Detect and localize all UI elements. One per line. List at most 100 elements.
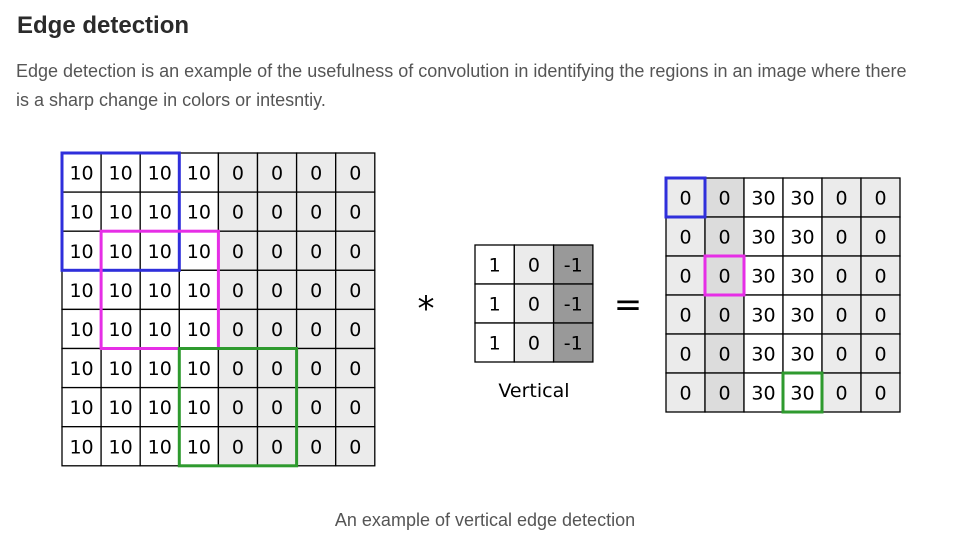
kernel-matrix-cell-value: -1 xyxy=(564,294,583,316)
output-matrix-cell-value: 30 xyxy=(790,188,814,210)
input-highlight-green xyxy=(177,347,299,468)
output-matrix-cell-value: 0 xyxy=(874,266,886,288)
input-matrix-cell xyxy=(139,426,180,467)
input-matrix-cell-value: 10 xyxy=(109,436,133,458)
input-matrix-cell-value: 0 xyxy=(232,280,244,302)
input-matrix-cell xyxy=(217,152,259,193)
input-matrix-cell xyxy=(295,230,337,271)
output-matrix-cell xyxy=(821,177,862,218)
input-matrix-cell xyxy=(139,308,180,350)
input-matrix-cell xyxy=(139,152,180,193)
input-matrix-cell-value: 10 xyxy=(69,202,93,224)
input-matrix-cell xyxy=(178,386,220,428)
output-matrix-cell xyxy=(782,216,823,257)
output-matrix-cell xyxy=(665,294,706,335)
output-matrix-cell-value: 0 xyxy=(874,305,886,327)
input-matrix-cell-value: 0 xyxy=(271,163,283,185)
input-matrix-cell-value: 0 xyxy=(310,319,322,341)
input-matrix-cell xyxy=(295,347,337,389)
output-matrix-cell-value: 0 xyxy=(835,305,847,327)
input-matrix-cell xyxy=(295,386,337,428)
input-matrix-cell xyxy=(139,191,180,232)
output-matrix-cell-value: 0 xyxy=(679,383,691,405)
input-matrix-cell-value: 10 xyxy=(109,397,133,419)
output-matrix-cell-value: 0 xyxy=(679,188,691,210)
input-matrix-cell-value: 0 xyxy=(349,241,361,263)
figure-caption: An example of vertical edge detection xyxy=(334,510,636,530)
output-matrix-cell-value: 0 xyxy=(679,266,691,288)
kernel-matrix-cell xyxy=(474,244,515,285)
kernel-matrix-cell xyxy=(552,244,594,285)
kernel-matrix-cell xyxy=(474,322,515,363)
output-matrix-cell xyxy=(743,372,784,413)
output-matrix-cell-value: 0 xyxy=(718,344,730,366)
output-matrix-cell-value: 0 xyxy=(874,344,886,366)
input-matrix-cell-value: 10 xyxy=(109,163,133,185)
input-matrix-cell xyxy=(61,426,102,467)
convolution-operator: * xyxy=(418,289,435,329)
input-matrix-cell xyxy=(335,269,376,311)
input-matrix-cell-value: 0 xyxy=(349,202,361,224)
input-matrix-cell xyxy=(217,191,259,232)
input-matrix-cell-value: 10 xyxy=(69,436,93,458)
output-matrix-cell xyxy=(860,216,901,257)
input-matrix-cell-value: 10 xyxy=(148,241,172,263)
output-matrix-cell-value: 30 xyxy=(790,305,814,327)
equals-operator: = xyxy=(614,285,643,325)
output-matrix-cell-value: 30 xyxy=(790,383,814,405)
input-matrix-cell-value: 0 xyxy=(349,280,361,302)
input-matrix-cell xyxy=(335,426,376,467)
output-matrix-cell-value: 30 xyxy=(751,227,775,249)
input-matrix-cell-value: 0 xyxy=(349,397,361,419)
input-matrix-cell xyxy=(335,230,376,271)
input-matrix-cell-value: 0 xyxy=(349,358,361,380)
output-matrix-cell-value: 0 xyxy=(835,344,847,366)
input-matrix-cell-value: 10 xyxy=(69,397,93,419)
input-matrix-cell-value: 10 xyxy=(148,319,172,341)
output-matrix-cell-value: 0 xyxy=(874,383,886,405)
input-matrix-cell-value: 10 xyxy=(69,319,93,341)
input-matrix-cell-value: 0 xyxy=(271,241,283,263)
input-matrix-cell-value: 0 xyxy=(310,241,322,263)
output-matrix-cell-value: 0 xyxy=(718,383,730,405)
input-matrix-cell-value: 0 xyxy=(310,358,322,380)
input-matrix-cell-value: 0 xyxy=(310,202,322,224)
input-matrix-cell-value: 0 xyxy=(271,436,283,458)
kernel-matrix-cell xyxy=(552,322,594,363)
input-matrix-cell-value: 0 xyxy=(271,319,283,341)
input-matrix-cell-value: 0 xyxy=(232,436,244,458)
input-matrix-cell xyxy=(335,191,376,232)
output-matrix-cell-value: 0 xyxy=(718,227,730,249)
kernel-matrix-cell-value: 1 xyxy=(489,294,501,316)
output-matrix-cell-value: 30 xyxy=(751,383,775,405)
output-matrix-cell-value: 30 xyxy=(790,266,814,288)
input-matrix-cell-value: 10 xyxy=(187,280,211,302)
output-matrix-cell xyxy=(665,372,706,413)
input-matrix-cell-value: 0 xyxy=(232,397,244,419)
input-matrix-cell-value: 10 xyxy=(148,397,172,419)
input-matrix-cell-value: 10 xyxy=(187,358,211,380)
input-matrix-cell-value: 0 xyxy=(310,397,322,419)
input-matrix-cell xyxy=(100,152,141,193)
input-matrix-cell-value: 10 xyxy=(148,163,172,185)
output-matrix-cell-value: 0 xyxy=(679,305,691,327)
input-highlight-blue xyxy=(60,151,181,272)
kernel-label: Vertical xyxy=(498,380,569,402)
kernel-matrix-cell-value: -1 xyxy=(564,333,583,355)
output-matrix-cell-value: 0 xyxy=(835,227,847,249)
input-matrix-cell-value: 10 xyxy=(109,319,133,341)
input-matrix-cell-value: 0 xyxy=(232,163,244,185)
input-highlight-magenta xyxy=(99,229,220,350)
output-matrix-cell-value: 30 xyxy=(751,266,775,288)
output-matrix-cell-value: 0 xyxy=(874,188,886,210)
input-matrix-cell-value: 0 xyxy=(349,436,361,458)
input-matrix-cell-value: 10 xyxy=(69,280,93,302)
input-matrix-cell-value: 10 xyxy=(148,436,172,458)
input-matrix-cell xyxy=(256,230,298,271)
input-matrix-cell xyxy=(217,269,259,311)
output-matrix-cell xyxy=(704,177,745,218)
input-matrix-cell-value: 10 xyxy=(69,358,93,380)
kernel-matrix-cell-value: -1 xyxy=(564,255,583,277)
output-matrix-cell xyxy=(665,333,706,374)
input-matrix-cell-value: 0 xyxy=(349,319,361,341)
